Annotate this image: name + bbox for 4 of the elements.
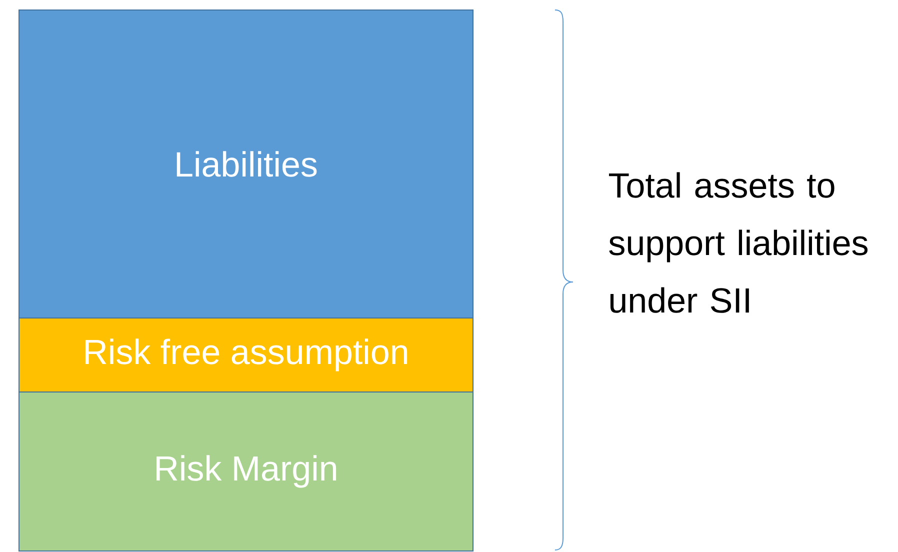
stacked-block: Risk free assumption	[18, 318, 474, 392]
stacked-block: Risk Margin	[18, 391, 474, 552]
stacked-block: Liabilities	[18, 10, 474, 318]
label-text: Total assets to support liabilities under SII	[608, 172, 868, 313]
